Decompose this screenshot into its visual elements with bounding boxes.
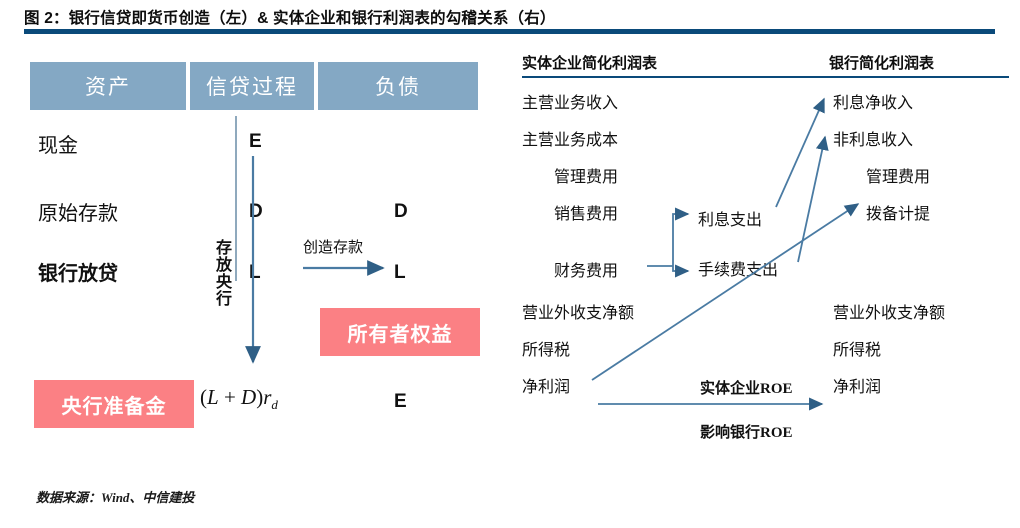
formula-reserve-requirement: (L + D)rd [200,385,278,413]
title-divider [24,29,995,34]
corp-item-sales-expense: 销售费用 [554,206,619,223]
right-diagram-panel: 实体企业简化利润表 银行简化利润表 主营业务收入 主营业务成本 管理费用 销售费… [510,44,1020,464]
left-asset-original-deposit: 原始存款 [38,203,118,225]
pink-box-owner-equity: 所有者权益 [320,308,480,356]
arrow-to-interest-expense [672,207,690,266]
roe-label-bank: 影响银行ROE [700,425,793,441]
arrow-to-fee-expense [672,264,690,278]
left-header-assets: 资产 [30,62,186,110]
bank-item-admin-expense: 管理费用 [866,169,931,186]
source-note: 数据来源：Wind、中信建投 [36,490,195,505]
corp-item-non-operating-net: 营业外收支净额 [522,305,635,322]
bank-item-net-interest-income: 利息净收入 [833,95,914,112]
formula-close-paren: ) [256,385,264,409]
left-process-letter-e: E [249,131,262,152]
left-liability-letter-l: L [394,262,406,283]
formula-subscript-d: d [271,397,278,413]
right-header-corporate: 实体企业简化利润表 [522,55,658,72]
right-header-divider [522,76,1009,78]
formula-l: L [207,385,219,409]
corp-item-main-cost: 主营业务成本 [522,132,619,149]
formula-r: r [263,385,272,409]
left-vertical-label-central-bank-deposit: 存放央行 [215,240,232,308]
left-process-letter-d: D [249,201,263,222]
corp-item-finance-expense: 财务费用 [554,263,619,280]
roe-label-corporate: 实体企业ROE [700,381,793,397]
formula-open-paren: ( [200,385,207,409]
bank-item-net-profit: 净利润 [833,379,882,396]
arrow-interest-expense-to-net-interest-income [775,97,825,208]
left-asset-bank-loan: 银行放贷 [38,263,118,285]
formula-plus: + [218,385,242,409]
left-process-letter-l: L [249,262,261,283]
arrow-corp-net-profit-to-provision [591,203,860,381]
bank-item-non-interest-income: 非利息收入 [833,132,914,149]
right-header-bank: 银行简化利润表 [829,55,935,72]
arrow-fee-expense-to-non-interest-income [797,135,829,263]
left-liability-letter-e: E [394,391,407,412]
formula-d: D [241,385,257,409]
corp-item-main-revenue: 主营业务收入 [522,95,619,112]
left-liability-letter-d: D [394,201,408,222]
corp-item-net-profit: 净利润 [522,379,571,396]
left-header-credit-process: 信贷过程 [190,62,314,110]
corp-item-admin-expense: 管理费用 [554,169,619,186]
mid-item-fee-expense: 手续费支出 [698,262,779,279]
bank-item-income-tax: 所得税 [833,342,882,359]
left-create-deposit-label: 创造存款 [303,240,364,256]
left-header-liabilities: 负债 [318,62,478,110]
bank-item-provision: 拨备计提 [866,206,931,223]
page-title: 图 2：银行信贷即货币创造（左）& 实体企业和银行利润表的勾稽关系（右） [24,10,556,27]
left-asset-cash: 现金 [38,135,78,157]
bank-item-non-operating-net: 营业外收支净额 [833,305,946,322]
corp-item-income-tax: 所得税 [522,342,571,359]
pink-box-central-bank-reserve: 央行准备金 [34,380,194,428]
left-diagram-panel: 资产 信贷过程 负债 现金 原始存款 银行放贷 存放央行 E D L D L E… [0,44,500,464]
mid-item-interest-expense: 利息支出 [698,212,763,229]
